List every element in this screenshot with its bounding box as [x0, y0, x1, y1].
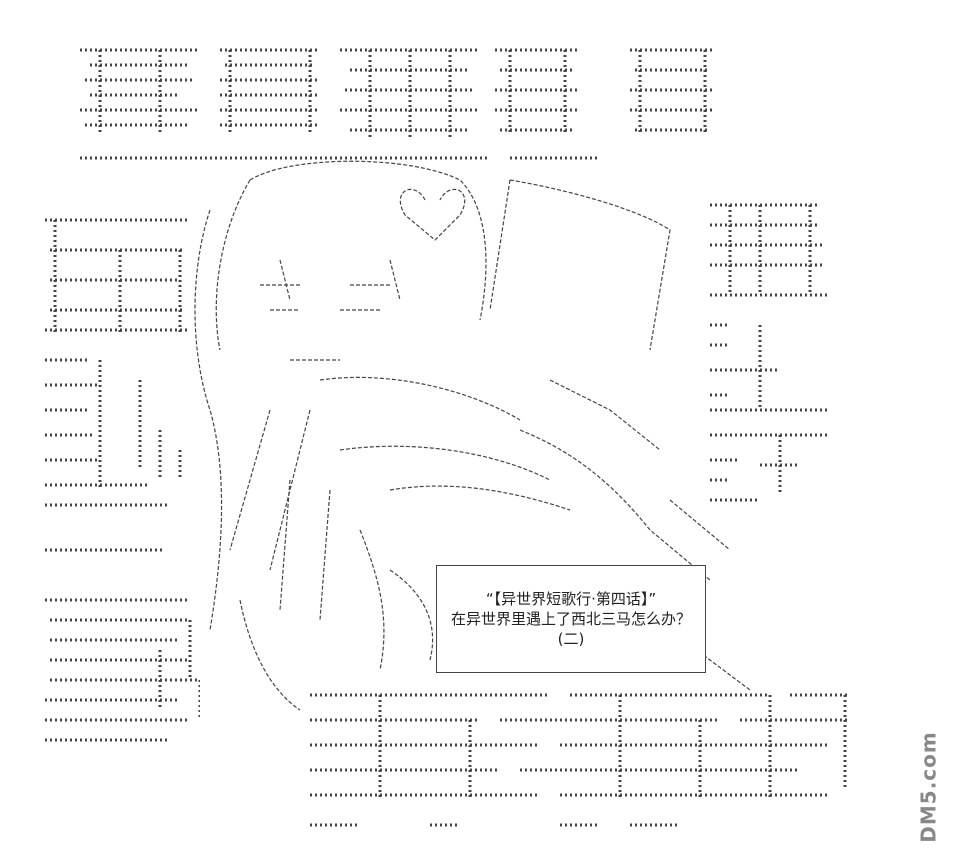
site-watermark: DM5.com [915, 731, 943, 843]
chapter-title-line: “【异世界短歌行·第四话】” [485, 590, 657, 608]
chapter-title-box: “【异世界短歌行·第四话】” 在异世界里遇上了西北三马怎么办？ (二) [436, 565, 706, 673]
dot-lettering-bottom [310, 693, 850, 827]
chapter-part-label: (二) [557, 630, 585, 648]
chapter-subtitle-line: 在异世界里遇上了西北三马怎么办？ [450, 610, 691, 628]
watermark-text: DM5.com [917, 731, 942, 843]
dot-lettering-right [710, 203, 830, 502]
dot-lettering-left [45, 218, 200, 742]
dot-lettering-top [80, 48, 715, 160]
